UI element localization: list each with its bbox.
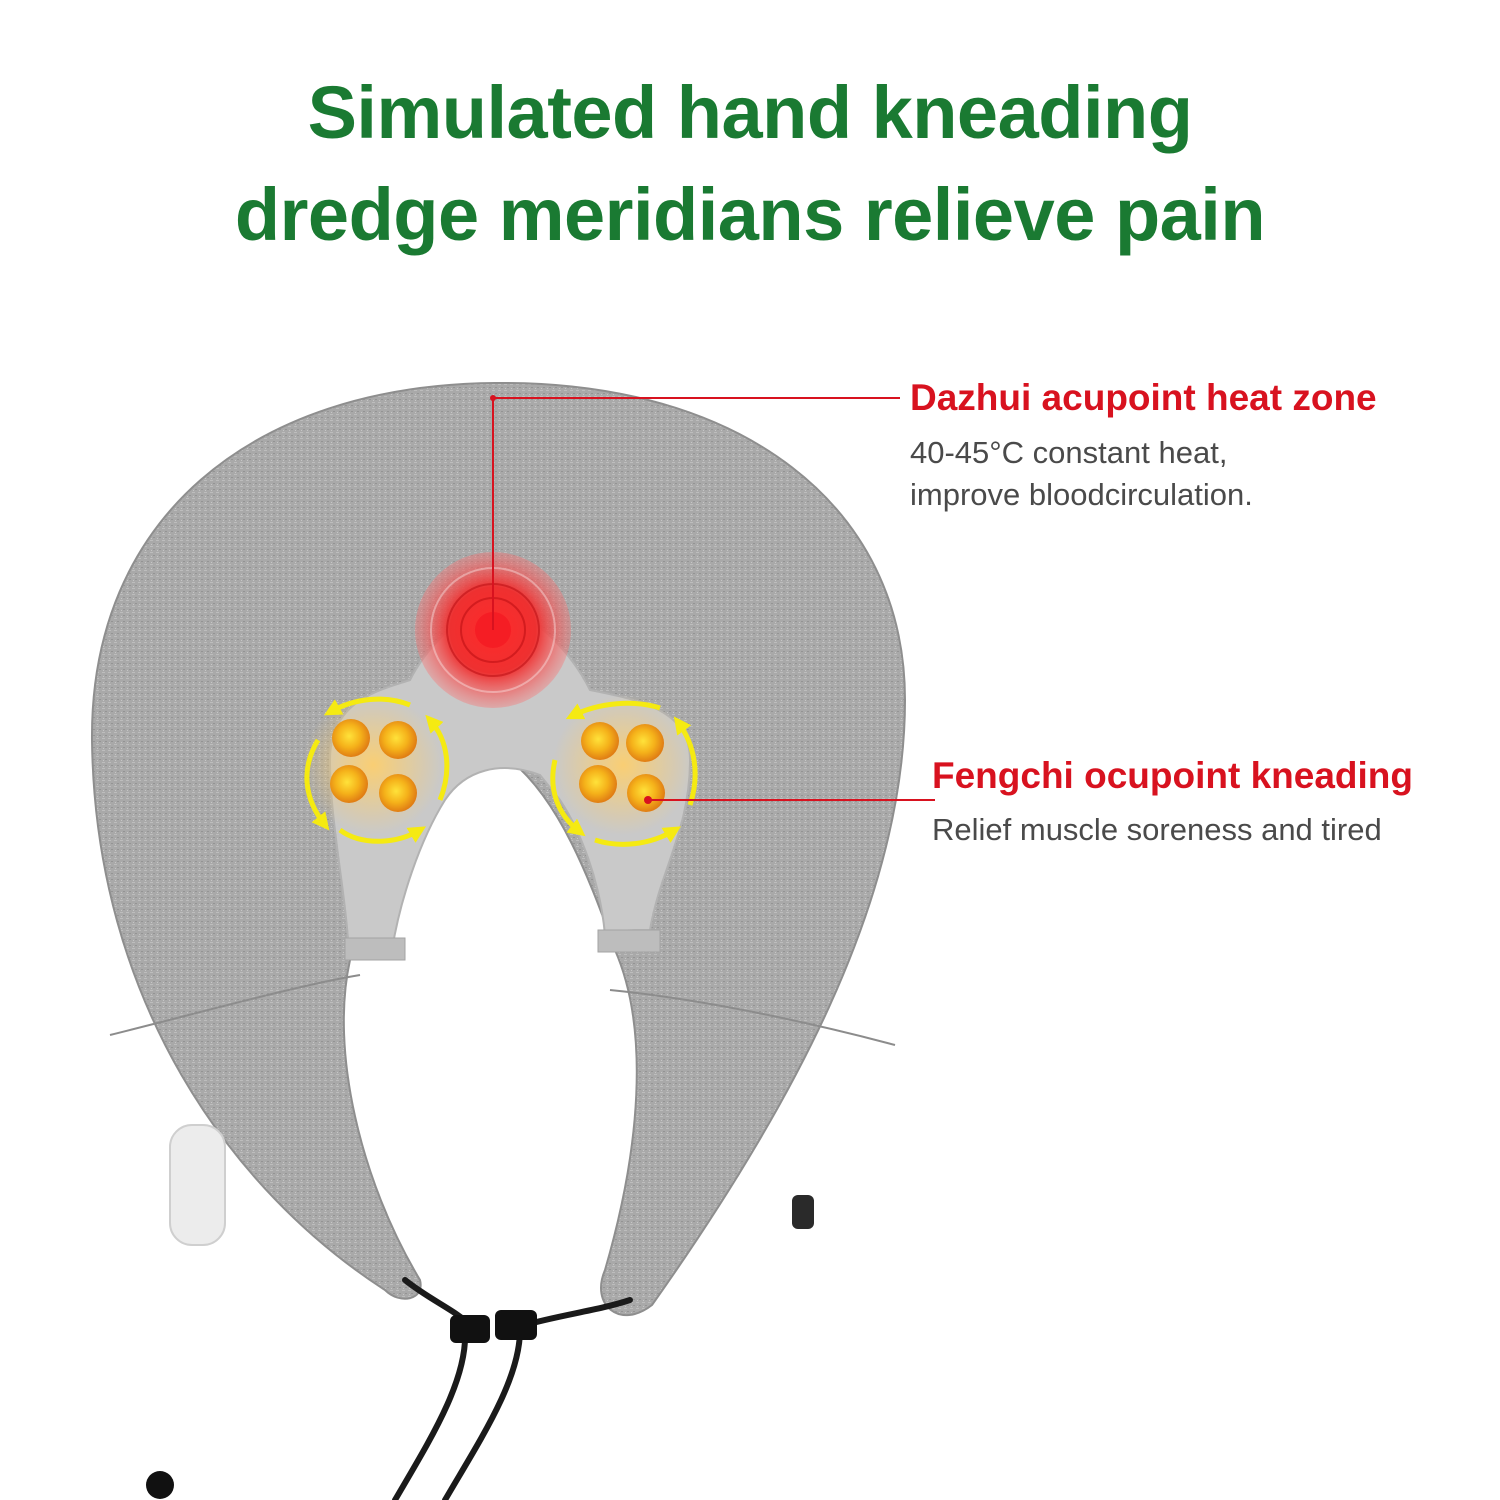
cord-end-cap bbox=[146, 1471, 174, 1499]
power-button bbox=[169, 1124, 226, 1246]
fengchi-callout-title: Fengchi ocupoint kneading bbox=[932, 755, 1413, 796]
dazhui-callout-desc: 40-45°C constant heat, improve bloodcirc… bbox=[910, 432, 1253, 516]
left-rotation-arrows-icon bbox=[304, 696, 450, 844]
right-rotation-arrows-icon bbox=[550, 700, 698, 847]
left-arm-seam bbox=[109, 974, 361, 1036]
fengchi-leader-dot bbox=[644, 796, 652, 804]
charging-port bbox=[792, 1195, 814, 1229]
dazhui-callout-title: Dazhui acupoint heat zone bbox=[910, 377, 1377, 418]
right-strap bbox=[597, 929, 661, 953]
headline-line-2: dredge meridians relieve pain bbox=[234, 173, 1266, 256]
dazhui-leader-dot bbox=[490, 395, 496, 401]
right-arm-seam bbox=[609, 989, 896, 1046]
cord-stopper bbox=[450, 1310, 537, 1343]
headline-line-1: Simulated hand kneading bbox=[307, 71, 1193, 154]
left-kneading-nodes-icon bbox=[303, 695, 443, 835]
headline: Simulated hand kneading dredge meridians… bbox=[0, 62, 1500, 266]
dazhui-desc-line-2: improve bloodcirculation. bbox=[910, 477, 1253, 512]
left-strap bbox=[344, 937, 406, 961]
fengchi-desc-line-1: Relief muscle soreness and tired bbox=[932, 812, 1382, 847]
fengchi-callout-desc: Relief muscle soreness and tired bbox=[932, 809, 1382, 851]
dazhui-desc-line-1: 40-45°C constant heat, bbox=[910, 435, 1228, 470]
